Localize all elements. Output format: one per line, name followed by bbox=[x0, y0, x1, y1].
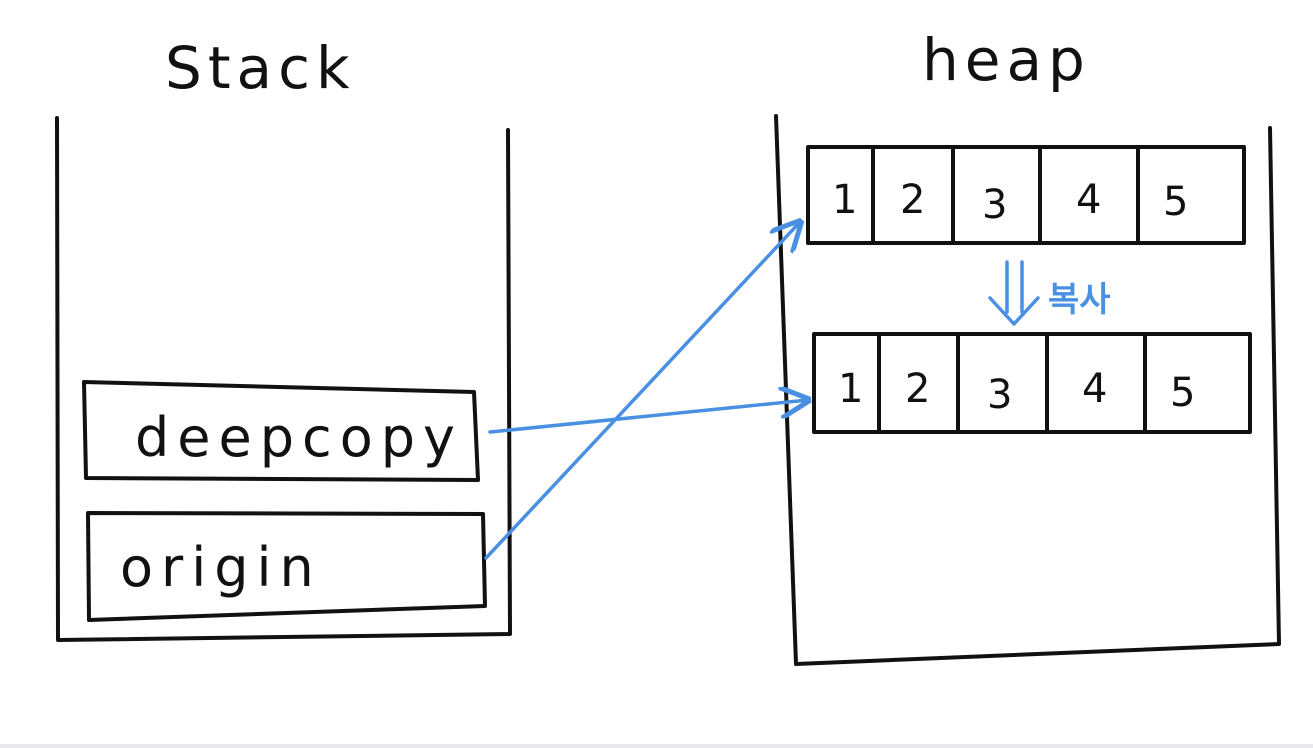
array-cell: 4 bbox=[1082, 366, 1107, 412]
array-cell: 2 bbox=[905, 366, 930, 412]
array-cell: 3 bbox=[987, 372, 1012, 418]
pointer-deepcopy-to-copy bbox=[488, 400, 808, 434]
copy-label: 복사 bbox=[1048, 280, 1111, 320]
pointer-origin-to-original bbox=[484, 222, 800, 560]
stack-frame-origin: origin bbox=[86, 511, 487, 622]
array-cell: 1 bbox=[838, 366, 863, 412]
stack-frame-label: origin bbox=[120, 536, 322, 599]
stack-frame-deepcopy: deepcopy bbox=[82, 380, 480, 482]
array-cell: 1 bbox=[832, 177, 857, 223]
copy-arrow-icon bbox=[988, 260, 1040, 326]
heap-array-original: 1 2 3 4 5 bbox=[806, 145, 1246, 245]
array-cell: 5 bbox=[1170, 370, 1195, 416]
stack-frame-label: deepcopy bbox=[135, 406, 463, 469]
array-cell: 2 bbox=[900, 177, 925, 223]
array-cell: 4 bbox=[1076, 177, 1101, 223]
array-cell: 5 bbox=[1163, 179, 1188, 225]
heap-title: heap bbox=[922, 26, 1091, 94]
bottom-bar bbox=[0, 744, 1313, 748]
array-cell: 3 bbox=[982, 182, 1007, 228]
stack-title: Stack bbox=[165, 34, 356, 102]
heap-array-copied: 1 2 3 4 5 bbox=[812, 332, 1252, 434]
stack-container bbox=[55, 116, 512, 642]
